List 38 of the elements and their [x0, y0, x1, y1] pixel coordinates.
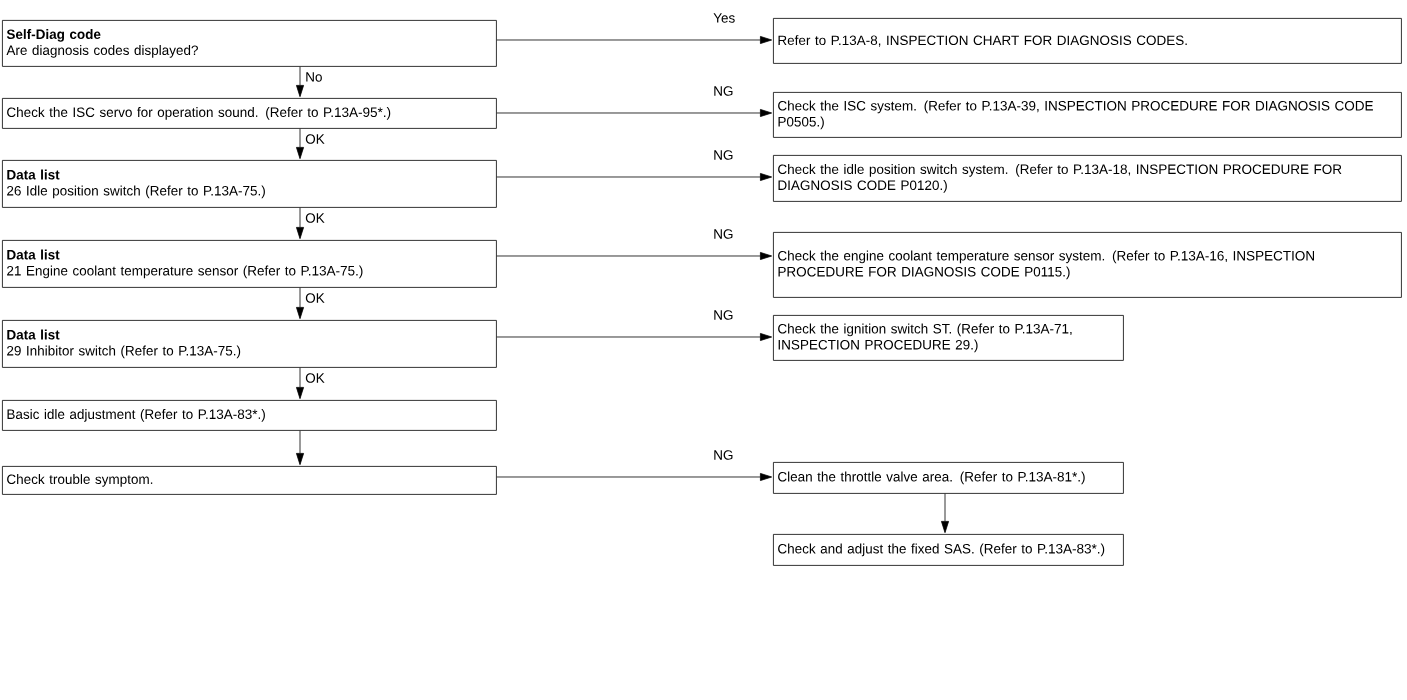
process-box: Check the ignition switch ST. (Refer to P.13A-71, INSPECTION PROCEDURE 29.) [773, 315, 1124, 361]
arrow [296, 430, 304, 466]
arrow [296, 287, 304, 320]
edge-label: NG [714, 229, 733, 239]
process-box: Check trouble symptom. [2, 466, 497, 495]
process-box: Data list 26 Idle position switch (Refer to P.13A-75.) [2, 160, 497, 208]
process-box: Check the ISC system. (Refer to P.13A-39, INSPECTION PROCEDURE FOR DIAGNOSIS CODE P0505.) [773, 92, 1402, 138]
arrow [496, 109, 773, 117]
arrow [496, 333, 773, 341]
edge-label: OK [305, 373, 325, 383]
arrow [496, 173, 773, 181]
edge-label: NG [714, 150, 733, 160]
process-box: Data list 29 Inhibitor switch (Refer to P.13A-75.) [2, 320, 497, 368]
edge-label: OK [305, 293, 325, 303]
arrow [941, 493, 949, 534]
arrow [296, 367, 304, 400]
edge-label: NG [714, 86, 733, 96]
arrow [296, 66, 304, 98]
edge-label: NG [714, 450, 733, 460]
process-box: Check the engine coolant temperature sensor system. (Refer to P.13A-16, INSPECTION PROCEDURE FOR DIAGNOSIS CODE P0115.) [773, 232, 1402, 298]
process-box: Check the ISC servo for operation sound. (Refer to P.13A-95*.) [2, 98, 497, 129]
edge-label: OK [305, 134, 325, 144]
arrow [496, 252, 773, 260]
arrow [296, 128, 304, 160]
process-box: Refer to P.13A-8, INSPECTION CHART FOR DIAGNOSIS CODES. [773, 18, 1402, 64]
process-box: Check the idle position switch system. (Refer to P.13A-18, INSPECTION PROCEDURE FOR DIAGNOSIS CODE P0120.) [773, 155, 1402, 202]
process-box: Check and adjust the fixed SAS. (Refer to P.13A-83*.) [773, 534, 1124, 566]
process-box: Self-Diag code Are diagnosis codes displayed? [2, 20, 497, 67]
process-box: Basic idle adjustment (Refer to P.13A-83*.) [2, 400, 497, 431]
edge-label: Yes [713, 13, 735, 23]
arrow [296, 207, 304, 240]
edge-label: NG [714, 310, 733, 320]
edge-label: OK [305, 213, 325, 223]
edge-label: No [306, 72, 322, 82]
process-box: Clean the throttle valve area. (Refer to P.13A-81*.) [773, 462, 1124, 494]
arrow [496, 473, 773, 481]
process-box: Data list 21 Engine coolant temperature sensor (Refer to P.13A-75.) [2, 240, 497, 288]
arrow [496, 36, 773, 44]
